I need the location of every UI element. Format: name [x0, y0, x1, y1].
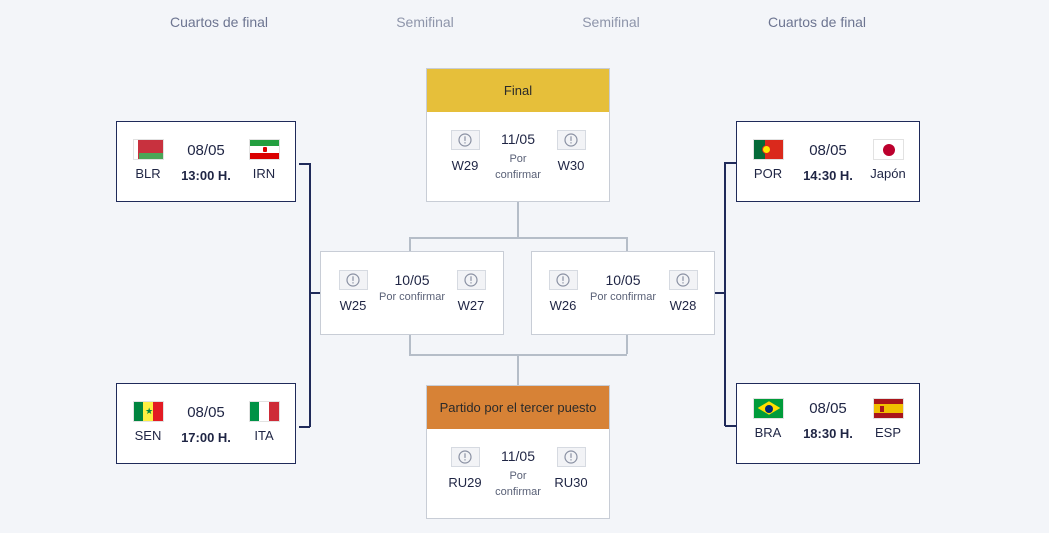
- flag-spain-icon: [872, 398, 904, 419]
- flag-iran-icon: [248, 139, 280, 160]
- match-card-quarterfinal-4[interactable]: BRA 08/05 18:30 H. ESP: [736, 383, 920, 464]
- team-code: SEN: [134, 428, 162, 443]
- match-date: 10/05: [394, 272, 430, 288]
- match-date: 08/05: [187, 142, 225, 159]
- match-card-final[interactable]: Final W29 11/05 Por confirmar W30: [426, 68, 610, 202]
- team-slot: POR: [743, 139, 793, 181]
- slot-placeholder: W27: [446, 270, 496, 313]
- slot-placeholder: W30: [546, 130, 596, 173]
- team-code: ESP: [874, 425, 901, 440]
- team-code: ITA: [254, 428, 274, 443]
- column-header-semifinal-right: Semifinal: [582, 14, 640, 30]
- third-place-header: Partido por el tercer puesto: [427, 386, 609, 429]
- match-status: Por confirmar: [378, 291, 446, 303]
- match-time: 13:00 H.: [181, 168, 231, 183]
- match-status: confirmar: [495, 169, 541, 181]
- team-slot: BRA: [743, 398, 793, 440]
- flag-brazil-icon: [752, 398, 784, 419]
- exclamation-circle-icon: [450, 447, 480, 467]
- team-slot: IRN: [239, 139, 289, 181]
- column-header-quarterfinals-left: Cuartos de final: [169, 14, 269, 30]
- connector-line: [309, 163, 311, 427]
- exclamation-circle-icon: [556, 447, 586, 467]
- slot-placeholder: RU29: [440, 447, 490, 490]
- team-code: Japón: [870, 166, 906, 181]
- match-status: Por: [509, 153, 527, 165]
- match-card-quarterfinal-1[interactable]: BLR 08/05 13:00 H. IRN: [116, 121, 296, 202]
- match-status: Por: [509, 470, 527, 482]
- match-time: 17:00 H.: [181, 430, 231, 445]
- match-status: confirmar: [495, 486, 541, 498]
- slot-placeholder: RU30: [546, 447, 596, 490]
- column-header-quarterfinals-right: Cuartos de final: [767, 14, 867, 30]
- team-code: BRA: [754, 425, 782, 440]
- connector-line: [309, 292, 321, 294]
- flag-portugal-icon: [752, 139, 784, 160]
- exclamation-circle-icon: [556, 130, 586, 150]
- slot-label: W25: [339, 298, 367, 313]
- match-time: 18:30 H.: [803, 426, 853, 441]
- team-code: IRN: [252, 166, 276, 181]
- slot-label: W27: [457, 298, 485, 313]
- match-date: 08/05: [187, 404, 225, 421]
- team-slot: Japón: [863, 139, 913, 181]
- connector-line: [517, 201, 519, 237]
- exclamation-circle-icon: [668, 270, 698, 290]
- flag-senegal-icon: ★: [132, 401, 164, 422]
- column-header-semifinal-left: Semifinal: [396, 14, 454, 30]
- connector-line: [725, 162, 736, 164]
- slot-label: W26: [549, 298, 577, 313]
- match-date: 11/05: [501, 131, 535, 147]
- flag-belarus-icon: [132, 139, 164, 160]
- connector-line: [626, 334, 628, 354]
- exclamation-circle-icon: [548, 270, 578, 290]
- connector-line: [724, 162, 726, 426]
- slot-label: W28: [669, 298, 697, 313]
- team-code: POR: [753, 166, 783, 181]
- match-card-quarterfinal-3[interactable]: POR 08/05 14:30 H. Japón: [736, 121, 920, 202]
- team-slot: ★ SEN: [123, 401, 173, 443]
- connector-line: [517, 354, 519, 386]
- match-time: 14:30 H.: [803, 168, 853, 183]
- final-header: Final: [427, 69, 609, 112]
- match-card-quarterfinal-2[interactable]: ★ SEN 08/05 17:00 H. ITA: [116, 383, 296, 464]
- connector-line: [714, 292, 725, 294]
- slot-label: W30: [557, 158, 585, 173]
- slot-placeholder: W29: [440, 130, 490, 173]
- slot-label: RU30: [554, 475, 588, 490]
- match-date: 11/05: [501, 448, 535, 464]
- match-card-semifinal-1[interactable]: W25 10/05 Por confirmar W27: [320, 251, 504, 335]
- team-slot: ESP: [863, 398, 913, 440]
- match-card-third-place[interactable]: Partido por el tercer puesto RU29 11/05 …: [426, 385, 610, 519]
- slot-placeholder: W25: [328, 270, 378, 313]
- team-slot: BLR: [123, 139, 173, 181]
- slot-label: W29: [451, 158, 479, 173]
- connector-line: [409, 237, 411, 252]
- match-date: 10/05: [605, 272, 641, 288]
- exclamation-circle-icon: [456, 270, 486, 290]
- match-date: 08/05: [809, 400, 847, 417]
- connector-line: [409, 237, 627, 239]
- exclamation-circle-icon: [338, 270, 368, 290]
- connector-line: [626, 237, 628, 252]
- slot-placeholder: W28: [658, 270, 708, 313]
- match-status: Por confirmar: [589, 291, 657, 303]
- connector-line: [299, 163, 310, 165]
- exclamation-circle-icon: [450, 130, 480, 150]
- team-slot: ITA: [239, 401, 289, 443]
- slot-placeholder: W26: [538, 270, 588, 313]
- flag-japan-icon: [872, 139, 904, 160]
- connector-line: [409, 334, 411, 354]
- connector-line: [299, 426, 310, 428]
- team-code: BLR: [135, 166, 161, 181]
- connector-line: [725, 425, 736, 427]
- match-date: 08/05: [809, 142, 847, 159]
- match-card-semifinal-2[interactable]: W26 10/05 Por confirmar W28: [531, 251, 715, 335]
- slot-label: RU29: [448, 475, 482, 490]
- flag-italy-icon: [248, 401, 280, 422]
